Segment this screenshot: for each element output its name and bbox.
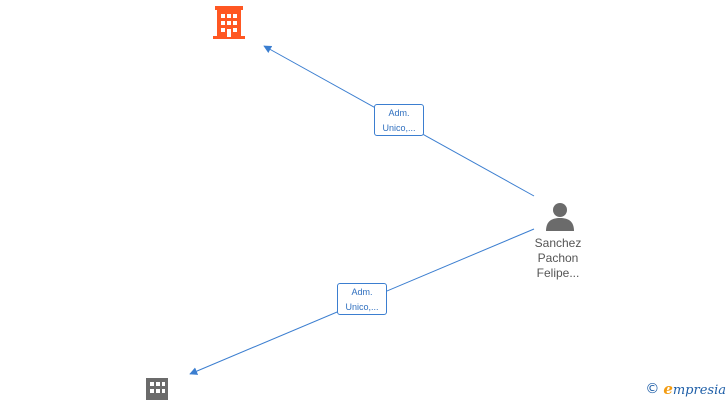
person-name-line: Pachon: [537, 251, 579, 265]
person-icon[interactable]: [546, 203, 574, 231]
brand-logo: © empresia: [645, 380, 726, 398]
edge-label-line: Adm.: [388, 108, 410, 118]
building-icon[interactable]: [213, 6, 245, 39]
person-name[interactable]: Sanchez Pachon Felipe...: [522, 236, 594, 281]
person-name-line: Sanchez: [534, 236, 582, 250]
edge-label-company-bottom[interactable]: Adm. Unico,...: [337, 283, 387, 315]
brand-name: empresia: [663, 380, 726, 398]
person-name-line: Felipe...: [536, 266, 580, 280]
edge-label-line: Unico,...: [345, 302, 379, 312]
copyright-icon: ©: [645, 381, 660, 397]
edge-label-line: Adm.: [351, 287, 373, 297]
edge-label-company-top[interactable]: Adm. Unico,...: [374, 104, 424, 136]
building-icon[interactable]: [146, 378, 168, 400]
edge-label-line: Unico,...: [382, 123, 416, 133]
